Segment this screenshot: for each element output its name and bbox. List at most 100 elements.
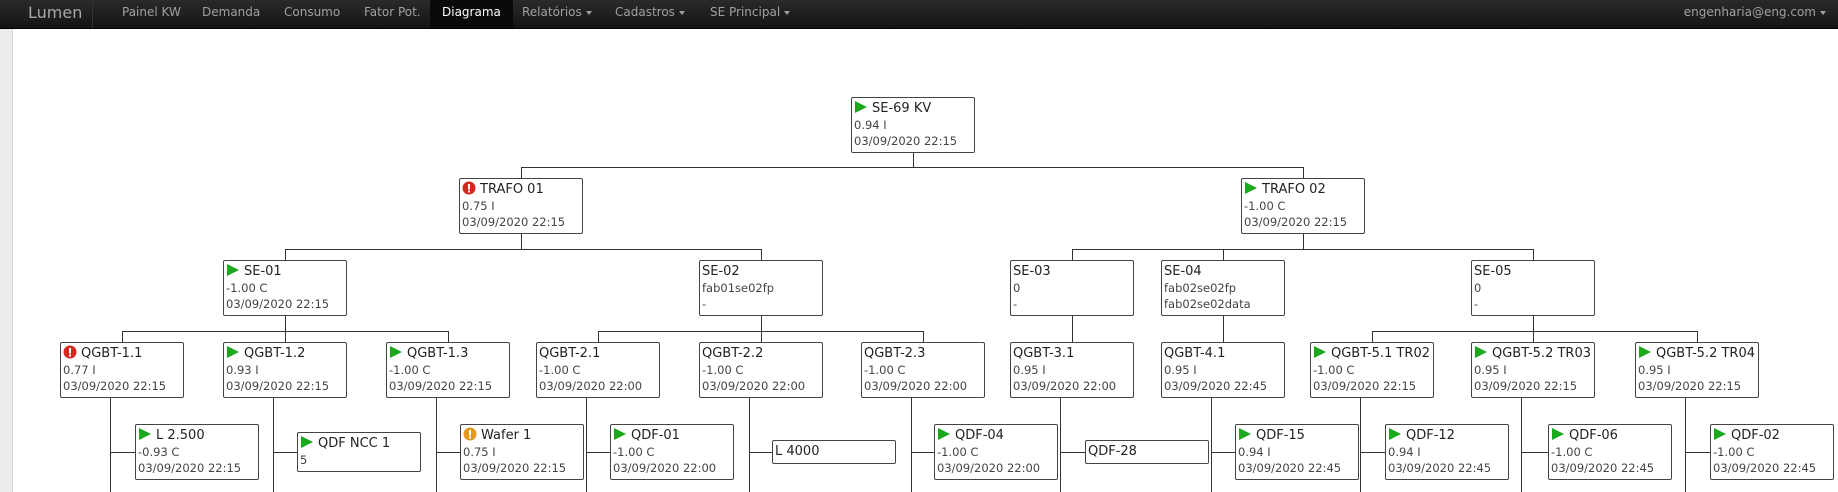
node-se69[interactable]: SE-69 KV 0.94 I 03/09/2020 22:15 <box>851 97 975 153</box>
node-value: -1.00 C <box>937 445 979 459</box>
node-timestamp: 03/09/2020 22:00 <box>937 461 1041 475</box>
node-timestamp: 03/09/2020 22:00 <box>613 461 717 475</box>
nav-demanda[interactable]: Demanda <box>202 5 261 19</box>
nav-relatorios[interactable]: Relatórios <box>512 0 602 28</box>
node-timestamp: 03/09/2020 22:15 <box>63 379 167 393</box>
node-value: 0.75 I <box>463 445 496 459</box>
node-title-text: QDF-02 <box>1731 428 1780 443</box>
connector-lines <box>110 153 1710 492</box>
nav-fator-pot[interactable]: Fator Pot. <box>364 5 421 19</box>
node-title: QGBT-1.2 <box>226 345 346 362</box>
node-timestamp: 03/09/2020 22:15 <box>226 379 330 393</box>
node-title: QDF-01 <box>613 427 733 444</box>
node-value: 0 <box>1013 281 1021 295</box>
node-title: TRAFO 02 <box>1244 181 1364 198</box>
node-timestamp: 03/09/2020 22:15 <box>463 461 567 475</box>
nav-se-principal[interactable]: SE Principal <box>700 0 800 28</box>
nav-divider <box>92 0 93 28</box>
node-value: -0.93 C <box>138 445 180 459</box>
node-title: QGBT-2.3 <box>864 345 984 362</box>
play-status-icon <box>613 427 627 441</box>
node-title-text: QGBT-3.1 <box>1013 346 1075 361</box>
node-qdfncc1[interactable]: QDF NCC 1 5 <box>297 432 421 472</box>
play-status-icon <box>1713 427 1727 441</box>
node-title-text: L 2.500 <box>156 428 205 443</box>
node-title: QDF NCC 1 <box>300 435 420 452</box>
node-title: SE-04 <box>1164 263 1284 280</box>
nav-consumo[interactable]: Consumo <box>284 5 341 19</box>
caret-down-icon <box>585 10 592 15</box>
caret-down-icon <box>678 10 685 15</box>
node-timestamp: 03/09/2020 22:00 <box>539 379 643 393</box>
node-value: 0.95 I <box>1638 363 1671 377</box>
node-qdf02[interactable]: QDF-02 -1.00 C 03/09/2020 22:45 <box>1710 424 1834 480</box>
nav-cadastros[interactable]: Cadastros <box>605 0 695 28</box>
play-status-icon <box>854 100 868 114</box>
node-qgbt21[interactable]: QGBT-2.1 -1.00 C 03/09/2020 22:00 <box>536 342 660 398</box>
node-value: -1.00 C <box>1713 445 1755 459</box>
node-value: -1.00 C <box>539 363 581 377</box>
node-title: QDF-15 <box>1238 427 1358 444</box>
node-timestamp: 03/09/2020 22:15 <box>462 215 566 229</box>
nav-painel-kw[interactable]: Painel KW <box>122 5 181 19</box>
node-qdf28[interactable]: QDF-28 <box>1085 440 1209 464</box>
node-value: 5 <box>300 453 308 467</box>
node-title-text: SE-02 <box>702 264 740 279</box>
node-timestamp: 03/09/2020 22:45 <box>1713 461 1817 475</box>
node-value: -1.00 C <box>702 363 744 377</box>
nav-diagrama[interactable]: Diagrama <box>430 0 513 28</box>
play-status-icon <box>138 427 152 441</box>
play-status-icon <box>389 345 403 359</box>
play-status-icon <box>226 345 240 359</box>
play-status-icon <box>1474 345 1488 359</box>
node-title-text: QDF NCC 1 <box>318 436 391 451</box>
node-value: 0.94 I <box>854 118 887 132</box>
node-title-text: QGBT-2.1 <box>539 346 601 361</box>
node-value: -1.00 C <box>864 363 906 377</box>
navbar: Lumen Painel KW Demanda Consumo Fator Po… <box>0 0 1838 29</box>
node-title-text: L 4000 <box>775 444 820 459</box>
nav-relatorios-label: Relatórios <box>522 5 582 19</box>
node-title-text: SE-05 <box>1474 264 1512 279</box>
node-value: fab02se02fp <box>1164 281 1237 295</box>
node-title-text: SE-69 KV <box>872 101 932 116</box>
brand-logo[interactable]: Lumen <box>28 3 83 22</box>
node-wafer1[interactable]: Wafer 1 0.75 I 03/09/2020 22:15 <box>460 424 584 480</box>
node-timestamp: 03/09/2020 22:15 <box>854 134 958 148</box>
user-menu[interactable]: engenharia@eng.com <box>1684 0 1826 28</box>
caret-down-icon <box>1820 10 1826 15</box>
node-title: QGBT-5.2 TR03 <box>1474 345 1594 362</box>
node-l4000[interactable]: L 4000 <box>772 440 896 464</box>
node-title-text: QGBT-4.1 <box>1164 346 1226 361</box>
play-status-icon <box>1313 345 1327 359</box>
node-title-text: QDF-06 <box>1569 428 1618 443</box>
node-title: L 2.500 <box>138 427 258 444</box>
node-value: 0.95 I <box>1474 363 1507 377</box>
error-status-icon <box>462 181 476 195</box>
node-title-text: TRAFO 01 <box>480 182 544 197</box>
node-title-text: Wafer 1 <box>481 428 532 443</box>
